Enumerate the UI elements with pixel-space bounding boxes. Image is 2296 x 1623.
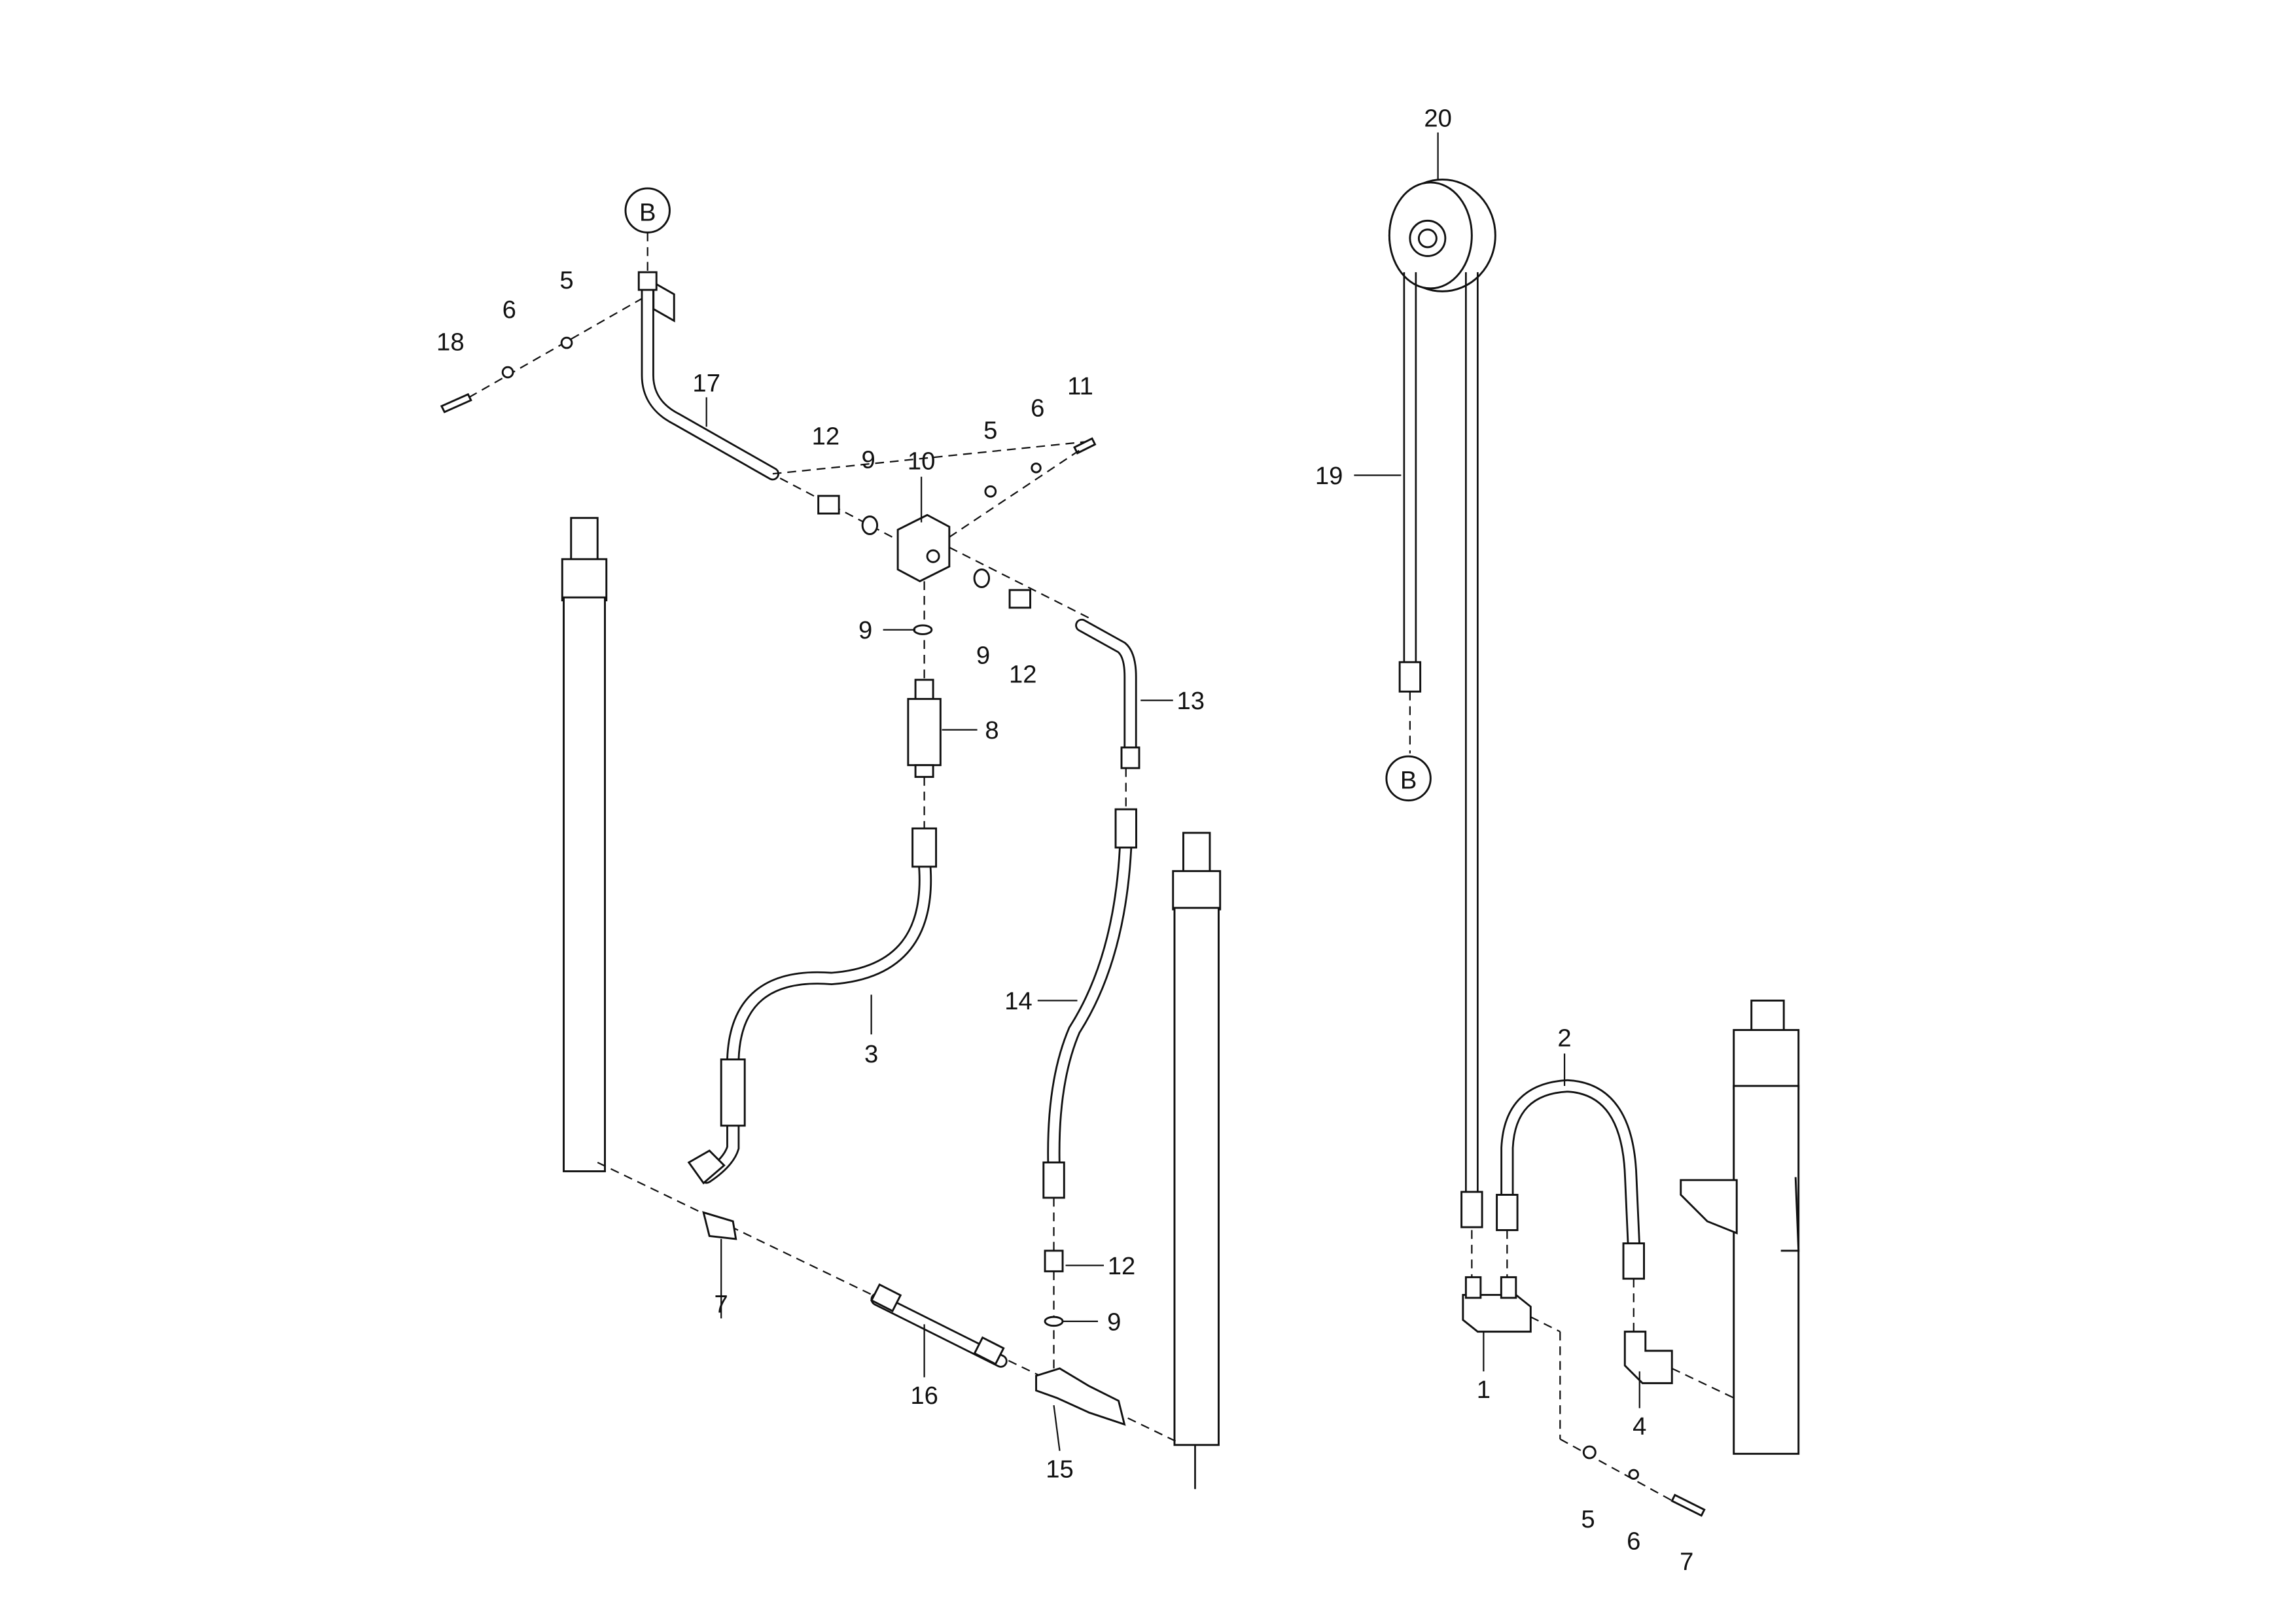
callout-16: 16: [910, 1382, 938, 1410]
reference-b-top: [624, 187, 671, 234]
callout-20: 20: [1424, 104, 1452, 132]
callout-9: 9: [861, 445, 875, 474]
callout-labels: 20 B 5 6 18 17 12 9 10 5 6 11 19 9 9 12 …: [436, 104, 1693, 1576]
callout-11: 11: [1067, 372, 1093, 400]
callout-6: 6: [1627, 1527, 1640, 1556]
callout-2: 2: [1557, 1024, 1571, 1052]
callout-13: 13: [1176, 687, 1205, 715]
left-lift-cylinder: [561, 517, 608, 1172]
callout-12: 12: [1108, 1252, 1136, 1280]
fitting-7: [702, 1211, 737, 1240]
callout-1: 1: [1477, 1376, 1491, 1404]
callout-5: 5: [559, 266, 573, 294]
tee-15: [1035, 1367, 1126, 1426]
callout-4: 4: [1633, 1412, 1646, 1440]
right-lift-cylinder: [1680, 1000, 1800, 1455]
chain-19: [1398, 272, 1483, 1229]
callout-18: 18: [436, 328, 465, 356]
elbow-4: [1623, 1278, 1735, 1399]
callout-19: 19: [1315, 462, 1343, 490]
callout-5: 5: [983, 416, 997, 444]
callout-5: 5: [1581, 1505, 1595, 1533]
pipe-13: [1075, 618, 1140, 769]
callout-b-top: B: [639, 198, 656, 226]
middle-lift-cylinder: [1172, 831, 1222, 1490]
callout-9: 9: [1107, 1308, 1121, 1336]
pipe-16: [870, 1283, 1008, 1368]
callout-7: 7: [715, 1290, 728, 1318]
callout-8: 8: [985, 716, 998, 744]
pipe-17: [637, 232, 780, 481]
callout-6: 6: [503, 296, 516, 324]
hose-2: [1496, 1079, 1645, 1280]
callout-17: 17: [692, 369, 720, 397]
block-1: [1462, 1230, 1532, 1333]
callout-14: 14: [1004, 987, 1033, 1015]
leader-lines: [705, 132, 1640, 1451]
callout-9: 9: [858, 616, 872, 644]
callout-12: 12: [812, 422, 840, 450]
callout-3: 3: [864, 1040, 878, 1068]
hose-14: [1042, 808, 1137, 1199]
filter-8: [907, 678, 942, 778]
hose-3: [687, 827, 938, 1185]
callout-10: 10: [908, 447, 936, 476]
callout-6: 6: [1031, 394, 1044, 423]
callout-15: 15: [1046, 1455, 1074, 1483]
reference-b-bottom: [1385, 755, 1432, 802]
pulley-20: [1388, 178, 1496, 292]
callout-7: 7: [1680, 1548, 1693, 1576]
callout-b-bottom: B: [1400, 767, 1417, 795]
callout-12: 12: [1009, 661, 1037, 689]
valve-block-10: [896, 514, 951, 583]
callout-9: 9: [976, 641, 990, 669]
